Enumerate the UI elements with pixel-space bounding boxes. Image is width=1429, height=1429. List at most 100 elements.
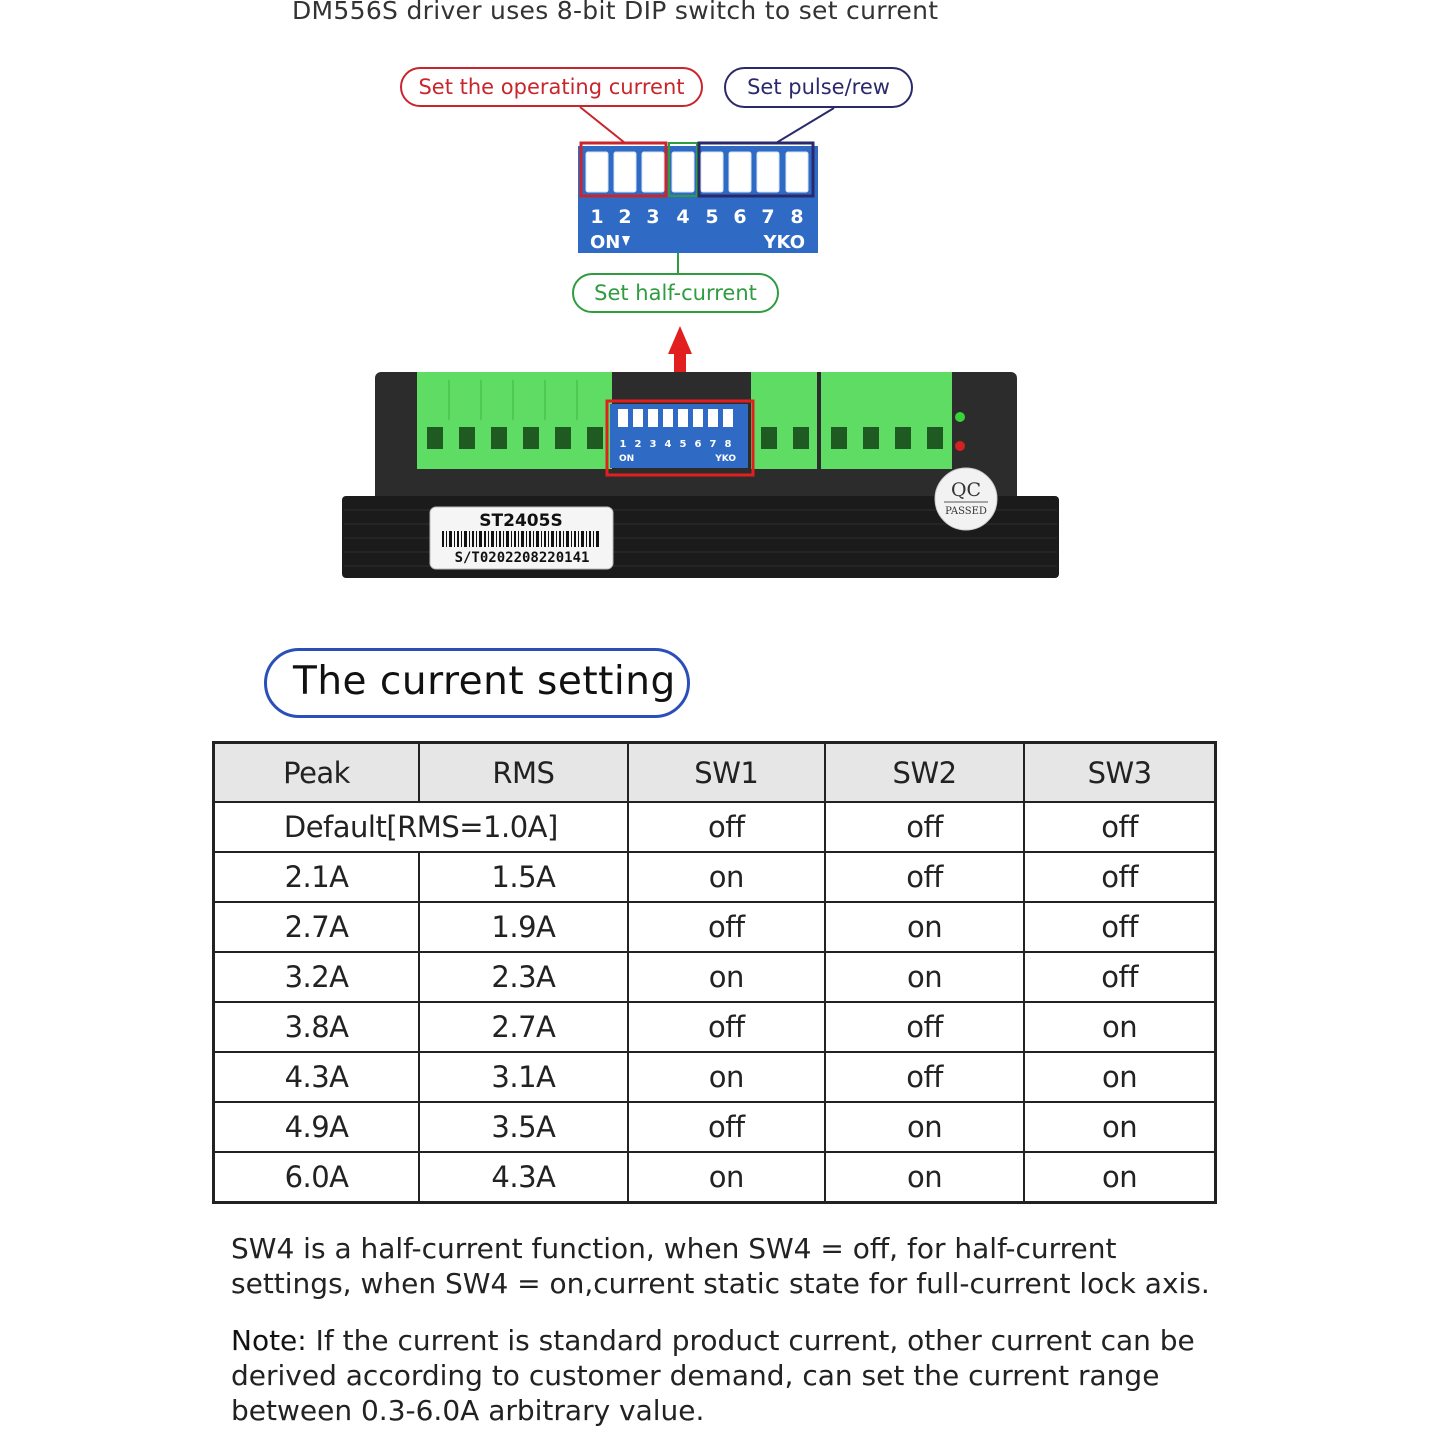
dip-on-label: ON — [590, 232, 620, 253]
cell-sw1: on — [626, 1151, 826, 1204]
cell-rms: 4.3A — [418, 1151, 629, 1204]
cell-sw1: on — [626, 1051, 826, 1103]
cell-peak: 6.0A — [212, 1151, 421, 1204]
table-row: 2.7A 1.9A off on off — [212, 901, 1217, 953]
dip-number-small: 3 — [650, 439, 657, 450]
qc-label: QC — [951, 479, 981, 501]
cell-sw1: off — [626, 1101, 826, 1153]
highlight-red — [579, 141, 668, 198]
driver-serial: S/T0202208220141 — [455, 550, 590, 566]
terminal-block-middle — [751, 372, 817, 469]
callout-operating-current: Set the operating current — [400, 67, 703, 107]
dip-brand-label: YKO — [763, 232, 805, 253]
cell-sw2: on — [823, 951, 1026, 1003]
terminal-slots-right — [831, 427, 943, 449]
header-sw2: SW2 — [823, 741, 1026, 803]
cell-rms: 2.7A — [418, 1001, 629, 1053]
dip-number-small: 4 — [665, 439, 672, 450]
dip-number-small: 8 — [725, 439, 732, 450]
cell-sw1: off — [626, 801, 826, 853]
header-peak: Peak — [212, 741, 421, 803]
sw4-note: SW4 is a half-current function, when SW4… — [231, 1232, 1210, 1300]
table-row: 6.0A 4.3A on on on — [212, 1151, 1217, 1204]
note-text: If the current is standard product curre… — [231, 1324, 1195, 1427]
cell-peak: 4.3A — [212, 1051, 421, 1103]
cell-rms: 3.1A — [418, 1051, 629, 1103]
highlight-green — [668, 142, 698, 197]
cell-sw1: on — [626, 851, 826, 903]
cell-rms: 1.5A — [418, 851, 629, 903]
dip-number-small: 6 — [695, 439, 702, 450]
callout-half-current: Set half-current — [572, 273, 779, 313]
cell-sw3: off — [1023, 951, 1217, 1003]
table-row: 3.8A 2.7A off off on — [212, 1001, 1217, 1053]
cell-peak: 3.2A — [212, 951, 421, 1003]
table-row: 4.3A 3.1A on off on — [212, 1051, 1217, 1103]
cell-sw3: off — [1023, 801, 1217, 853]
cell-sw2: off — [823, 801, 1026, 853]
connector-red — [579, 106, 626, 144]
cell-rms: 3.5A — [418, 1101, 629, 1153]
cell-default-label: Default[RMS=1.0A] — [212, 801, 629, 853]
led-green — [955, 412, 965, 422]
table-row: 3.2A 2.3A on on off — [212, 951, 1217, 1003]
dip-numbers-small: 1 2 3 4 5 6 7 8 — [620, 439, 732, 450]
cell-sw1: off — [626, 1001, 826, 1053]
driver-model: ST2405S — [479, 511, 562, 531]
cell-sw2: off — [823, 1001, 1026, 1053]
dip-number: 5 — [705, 206, 718, 228]
barcode-icon — [442, 531, 599, 547]
cell-rms: 2.3A — [418, 951, 629, 1003]
dip-number: 6 — [733, 206, 746, 228]
callout-pulse-rev: Set pulse/rew — [724, 67, 913, 108]
dip-number-small: 5 — [680, 439, 687, 450]
qc-passed: PASSED — [945, 506, 987, 517]
cell-sw3: on — [1023, 1101, 1217, 1153]
cell-sw3: off — [1023, 851, 1217, 903]
cell-peak: 2.1A — [212, 851, 421, 903]
note-paragraph: Note: If the current is standard product… — [231, 1323, 1231, 1428]
current-setting-table: Peak RMS SW1 SW2 SW3 Default[RMS=1.0A] o… — [212, 741, 1217, 1204]
header-sw3: SW3 — [1023, 741, 1217, 803]
section-title: The current setting — [264, 648, 690, 718]
cell-sw2: on — [823, 1151, 1026, 1204]
cell-sw3: off — [1023, 901, 1217, 953]
diagram-overlay: 1 2 3 4 5 6 7 8 ON YKO 1 2 3 4 5 6 7 8 O… — [342, 106, 1059, 578]
terminal-slots-left — [427, 427, 603, 449]
dip-number: 8 — [790, 206, 803, 228]
cell-sw1: on — [626, 951, 826, 1003]
terminal-block-left — [417, 372, 612, 469]
dip-number-small: 2 — [635, 439, 642, 450]
terminal-dividers-left — [448, 380, 578, 420]
cell-peak: 4.9A — [212, 1101, 421, 1153]
dip-on-label-small: ON — [619, 454, 634, 464]
dip-small-highlight — [605, 399, 755, 477]
note-label: Note: — [231, 1324, 307, 1357]
dip-number: 3 — [646, 206, 659, 228]
dip-numbers-large: 1 2 3 4 5 6 7 8 — [590, 206, 803, 228]
header-rms: RMS — [418, 741, 629, 803]
highlight-navy — [697, 141, 815, 198]
led-red — [955, 441, 965, 451]
cell-sw3: on — [1023, 1001, 1217, 1053]
dip-number: 1 — [590, 206, 603, 228]
cell-peak: 3.8A — [212, 1001, 421, 1053]
cell-sw2: off — [823, 1051, 1026, 1103]
page-heading: DM556S driver uses 8-bit DIP switch to s… — [292, 0, 939, 25]
cell-rms: 1.9A — [418, 901, 629, 953]
cell-sw1: off — [626, 901, 826, 953]
dip-brand-label-small: YKO — [714, 454, 736, 464]
terminal-block-right — [821, 372, 952, 469]
cell-sw3: on — [1023, 1051, 1217, 1103]
table-row-default: Default[RMS=1.0A] off off off — [212, 801, 1217, 853]
dip-number-small: 7 — [710, 439, 717, 450]
dip-number: 4 — [676, 206, 689, 228]
dip-number-small: 1 — [620, 439, 627, 450]
dip-number: 7 — [761, 206, 774, 228]
cell-sw3: on — [1023, 1151, 1217, 1204]
table-header-row: Peak RMS SW1 SW2 SW3 — [212, 741, 1217, 803]
cell-sw2: on — [823, 1101, 1026, 1153]
terminal-slots-middle — [761, 427, 809, 449]
arrow-head-icon — [668, 326, 692, 354]
dip-levers-large — [585, 151, 809, 193]
